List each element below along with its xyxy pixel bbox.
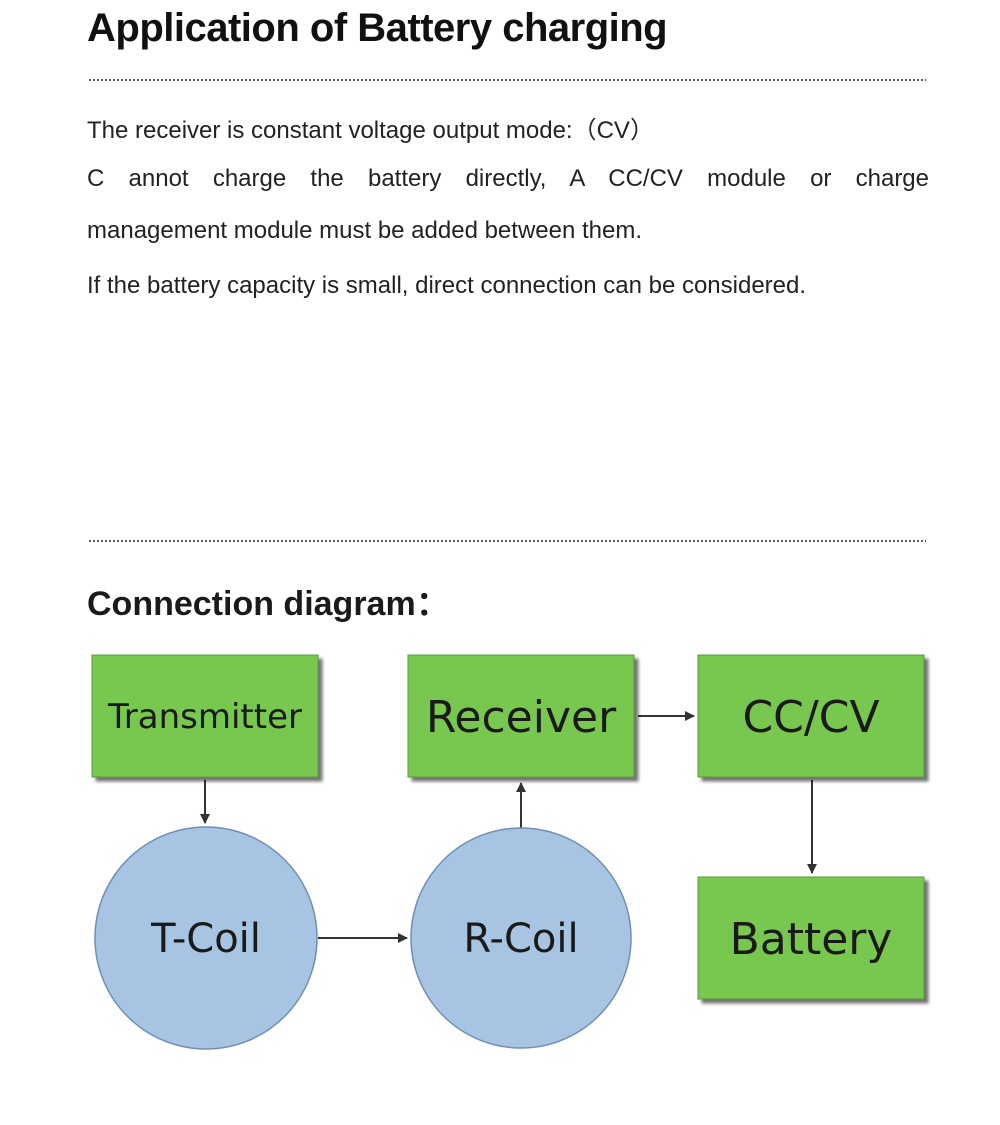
description-line: C annot charge the battery directly, A C… (87, 165, 929, 192)
dotted-divider (88, 539, 926, 544)
dotted-divider (88, 78, 926, 83)
receiver-box: Receiver (407, 654, 635, 778)
rcoil-label: R-Coil (463, 916, 578, 962)
diagram-title: Connection diagram： (87, 585, 450, 623)
cccv-box: CC/CV (697, 654, 925, 778)
battery-label: Battery (730, 914, 893, 965)
description-line: The receiver is constant voltage output … (87, 117, 654, 144)
page-title: Application of Battery charging (87, 6, 668, 50)
battery-box: Battery (697, 876, 925, 1000)
transmitter-label: Transmitter (107, 697, 302, 737)
description-line: management module must be added between … (87, 217, 643, 244)
rcoil-circle: R-Coil (410, 827, 632, 1049)
transmitter-box: Transmitter (91, 654, 319, 778)
cccv-label: CC/CV (742, 692, 879, 743)
receiver-label: Receiver (426, 692, 617, 743)
tcoil-label: T-Coil (150, 916, 261, 962)
connection-diagram: Transmitter Receiver CC/CV Battery T-Coi… (91, 654, 925, 1050)
tcoil-circle: T-Coil (94, 826, 318, 1050)
description-line: If the battery capacity is small, direct… (87, 272, 807, 299)
